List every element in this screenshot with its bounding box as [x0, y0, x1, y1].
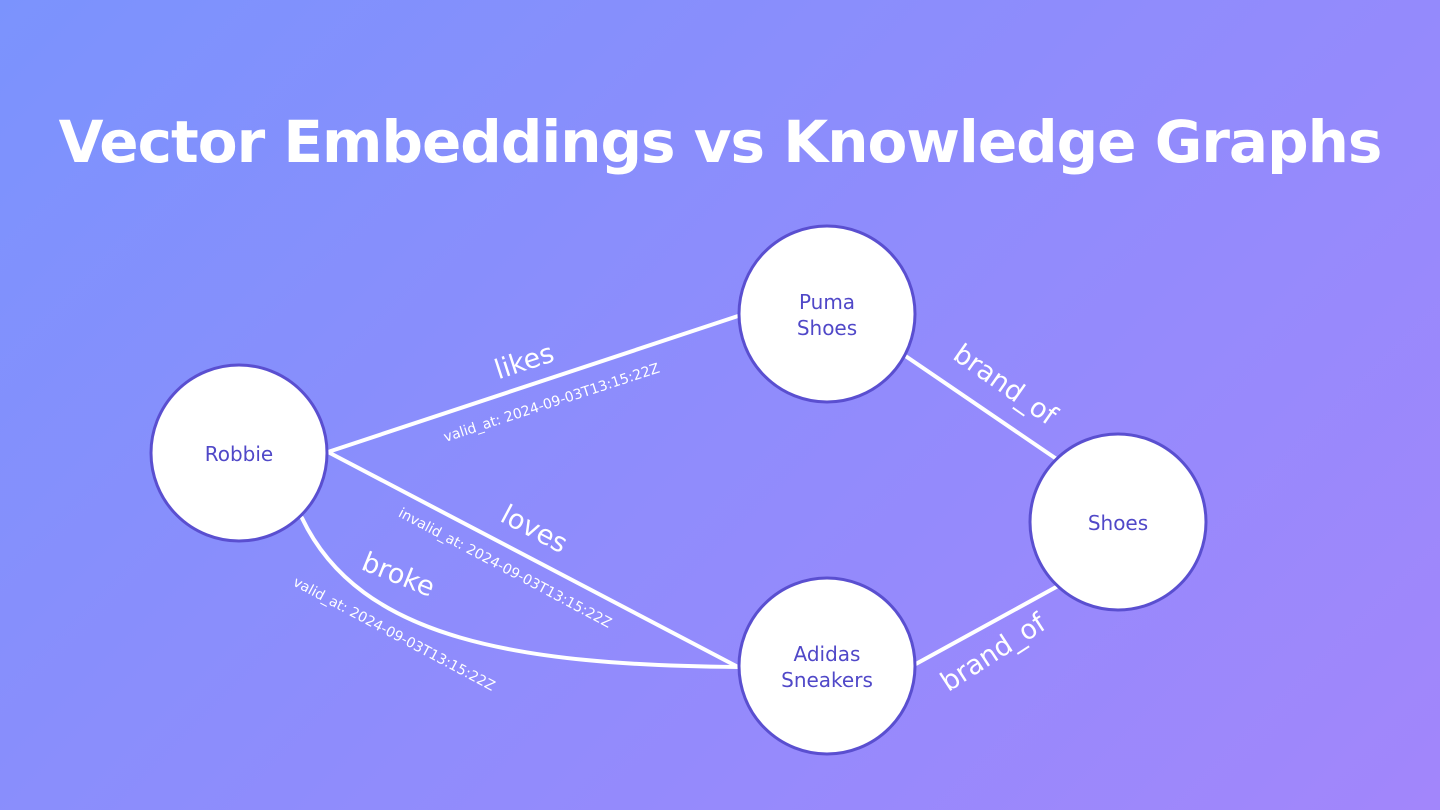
- edge-loves: [326, 450, 740, 669]
- edge-likes: [326, 314, 740, 454]
- node-puma-label-line1: Puma: [799, 290, 855, 314]
- node-robbie-circle: [149, 363, 329, 543]
- node-adidas-sneakers-circle: [737, 576, 917, 756]
- node-shoes: Shoes: [1028, 432, 1208, 612]
- node-robbie: Robbie: [149, 363, 329, 543]
- node-puma-shoes: Puma Shoes: [737, 224, 917, 404]
- node-adidas-label-line1: Adidas: [794, 642, 861, 666]
- edge-broke: [300, 516, 740, 669]
- node-adidas-label-line2: Sneakers: [781, 668, 873, 692]
- node-adidas-sneakers: Adidas Sneakers: [737, 576, 917, 756]
- node-robbie-label: Robbie: [205, 442, 274, 466]
- edge-puma-brand-of: [902, 353, 1060, 462]
- edge-label-loves: loves: [496, 499, 573, 560]
- node-shoes-label: Shoes: [1088, 511, 1148, 535]
- edge-adidas-brand-of: [912, 584, 1060, 667]
- node-puma-label-line2: Shoes: [797, 316, 857, 340]
- node-puma-shoes-circle: [737, 224, 917, 404]
- edge-meta-broke: valid_at: 2024-09-03T13:15:22Z: [290, 574, 497, 694]
- page-title: Vector Embeddings vs Knowledge Graphs: [58, 108, 1383, 176]
- edge-label-puma-brand-of: brand_of: [947, 338, 1063, 432]
- node-shoes-circle: [1028, 432, 1208, 612]
